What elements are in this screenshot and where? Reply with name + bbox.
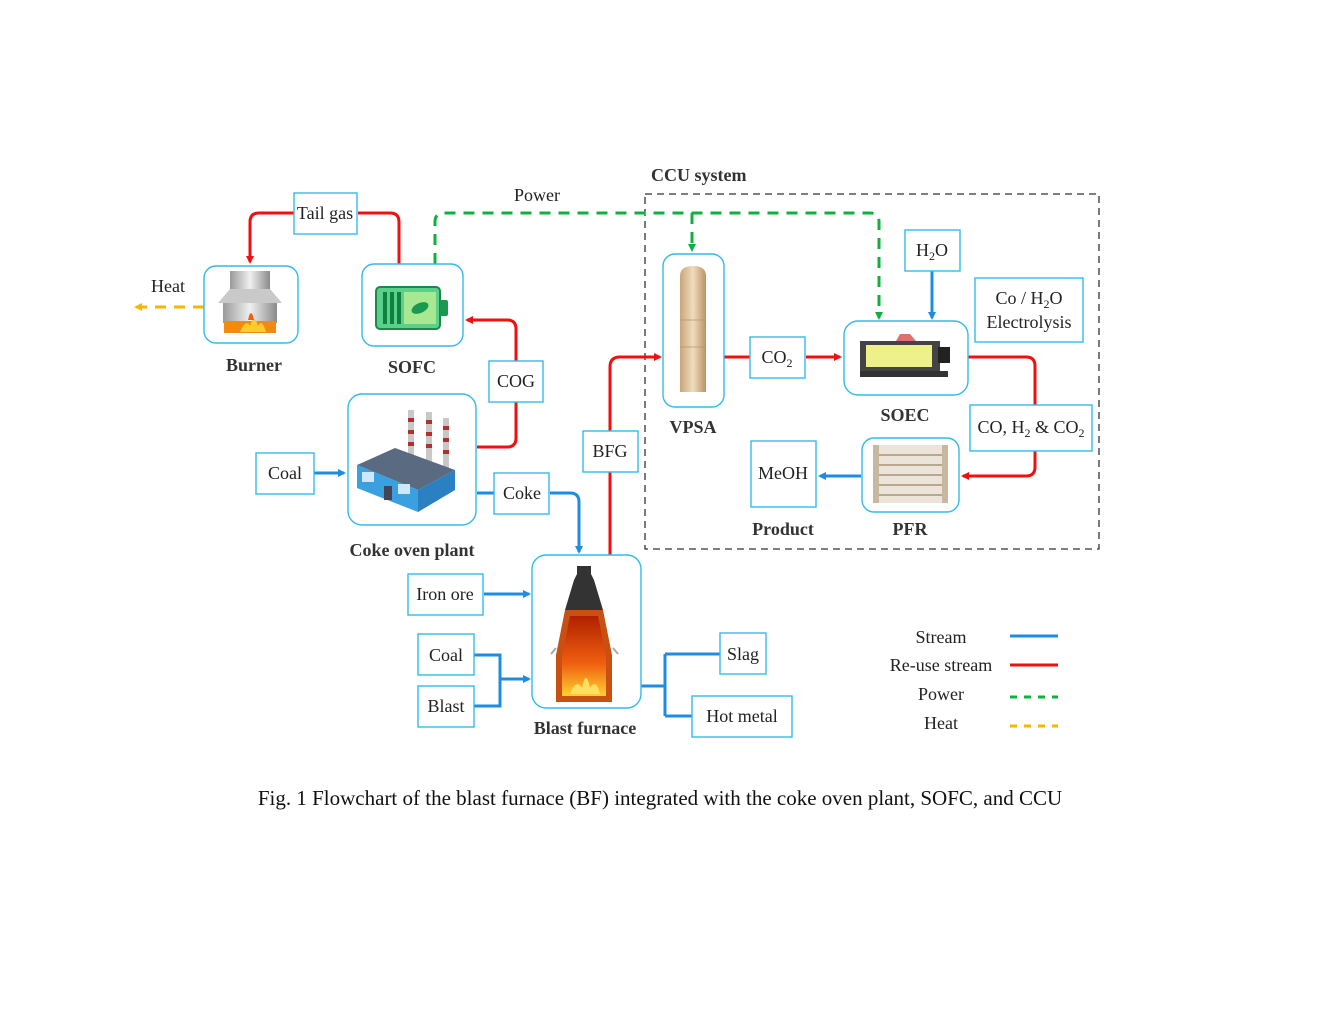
svg-text:Re-use stream: Re-use stream	[890, 655, 992, 675]
svg-text:Coke: Coke	[503, 483, 541, 503]
svg-text:Heat: Heat	[924, 713, 958, 733]
burner-icon	[218, 271, 282, 333]
cog-line-from-coke-oven	[477, 401, 518, 449]
soec-electrolyzer-icon	[860, 334, 950, 377]
factory-icon	[357, 410, 455, 512]
tail-gas-box: Tail gas	[293, 192, 358, 235]
power-line-to-soec	[433, 211, 883, 320]
svg-text:Iron ore: Iron ore	[416, 584, 473, 604]
tail-gas-line-from-sofc	[358, 211, 401, 264]
svg-text:Coal: Coal	[429, 645, 463, 665]
blast-furnace-label: Blast furnace	[534, 718, 637, 738]
co2-box: CO2	[749, 336, 806, 379]
meoh-box: MeOH	[750, 440, 817, 508]
coke-line-to-blast-furnace	[550, 491, 583, 554]
tail-gas-line-to-burner	[246, 211, 294, 264]
sofc-battery-icon	[375, 286, 448, 330]
ccu-system-boundary	[644, 193, 1100, 550]
syngas-box: CO, H2 & CO2	[969, 404, 1093, 452]
svg-text:CO, H2 & CO2: CO, H2 & CO2	[977, 417, 1084, 440]
svg-text:Power: Power	[918, 684, 964, 704]
coke-box: Coke	[493, 472, 550, 515]
soec-unit	[843, 320, 969, 396]
blast-furnace-unit	[531, 554, 642, 709]
legend-item-stream: Stream	[916, 627, 1058, 647]
svg-text:Stream: Stream	[916, 627, 967, 647]
coal-box-coke-oven: Coal	[255, 452, 315, 495]
svg-text:Tail gas: Tail gas	[297, 203, 353, 223]
cog-line-to-sofc	[465, 316, 518, 361]
electrolysis-box: Co / H2O Electrolysis	[974, 277, 1084, 343]
vpsa-column-icon	[680, 266, 706, 392]
svg-text:Slag: Slag	[727, 644, 759, 664]
bfg-line-to-vpsa	[608, 353, 662, 431]
svg-text:Electrolysis: Electrolysis	[987, 312, 1072, 332]
svg-text:Co / H2O: Co / H2O	[995, 288, 1062, 311]
soec-label: SOEC	[880, 405, 929, 425]
hot-metal-box: Hot metal	[691, 695, 793, 738]
burner-unit	[203, 265, 299, 344]
product-label: Product	[752, 519, 814, 539]
cog-box: COG	[488, 360, 544, 403]
pfr-reactor-icon	[873, 445, 948, 503]
legend-item-reuse-stream: Re-use stream	[890, 655, 1058, 675]
sofc-label: SOFC	[388, 357, 436, 377]
svg-text:Blast: Blast	[427, 696, 464, 716]
coke-oven-unit	[347, 393, 477, 526]
coke-oven-label: Coke oven plant	[349, 540, 474, 560]
iron-ore-box: Iron ore	[407, 573, 484, 616]
burner-label: Burner	[226, 355, 282, 375]
coal-blast-merge-line	[474, 653, 502, 708]
vpsa-label: VPSA	[669, 417, 716, 437]
svg-text:CO2: CO2	[761, 347, 792, 370]
syngas-line-from-soec	[968, 355, 1037, 405]
bfg-box: BFG	[582, 430, 639, 473]
svg-text:MeOH: MeOH	[758, 463, 808, 483]
legend-item-heat: Heat	[924, 713, 1058, 733]
figure-caption: Fig. 1 Flowchart of the blast furnace (B…	[257, 786, 1063, 810]
pfr-label: PFR	[893, 519, 929, 539]
blast-furnace-icon	[550, 566, 619, 702]
pfr-unit	[861, 437, 960, 513]
ccu-system-title: CCU system	[651, 165, 746, 185]
h2o-box: H2O	[904, 229, 961, 272]
legend-item-power: Power	[918, 684, 1058, 704]
power-label: Power	[514, 185, 560, 205]
sofc-unit	[361, 263, 464, 347]
svg-text:BFG: BFG	[592, 441, 627, 461]
syngas-line-to-pfr	[961, 451, 1037, 480]
legend: Stream Re-use stream Power Heat	[890, 627, 1058, 733]
heat-label: Heat	[151, 276, 185, 296]
svg-text:H2O: H2O	[916, 240, 948, 263]
vpsa-unit	[662, 253, 725, 408]
coal-box-blast-furnace: Coal	[417, 633, 475, 676]
svg-text:COG: COG	[497, 371, 535, 391]
slag-box: Slag	[719, 632, 767, 675]
svg-text:Hot metal: Hot metal	[706, 706, 777, 726]
svg-text:Coal: Coal	[268, 463, 302, 483]
blast-box: Blast	[417, 685, 475, 728]
